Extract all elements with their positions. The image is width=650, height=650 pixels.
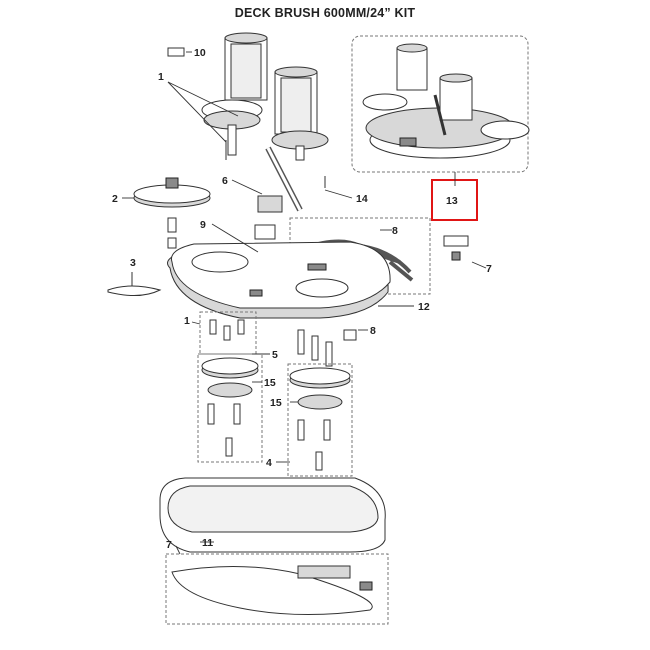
- callout-14: 14: [356, 193, 368, 205]
- skirt-ring-11: [159, 477, 386, 553]
- callout-6: 6: [222, 175, 228, 187]
- highlight-box-13: [431, 179, 478, 221]
- brush-hub-group-right: [287, 363, 353, 477]
- callout-13: 13: [446, 195, 458, 207]
- wire-hardware-group-7: [165, 553, 389, 625]
- callout-7-lower: 7: [166, 539, 172, 551]
- callout-10: 10: [194, 47, 206, 59]
- part-8-fitting: [343, 329, 357, 341]
- callout-labels: 10 1 2 6 14 9 8 3 7 12 1 8 5 15 15 4 11 …: [112, 47, 492, 551]
- link-arm: [254, 146, 303, 240]
- part-10-clip: [167, 47, 185, 57]
- motor-assembly-left: [201, 32, 268, 156]
- callout-9: 9: [200, 219, 206, 231]
- leader-lines: [122, 51, 487, 555]
- assembled-inset: [351, 35, 530, 173]
- callout-12: 12: [418, 301, 430, 313]
- callout-5: 5: [272, 349, 278, 361]
- callout-1-upper: 1: [158, 71, 164, 83]
- callout-11: 11: [202, 537, 213, 549]
- deck-plate-12: [167, 241, 391, 319]
- callout-8-upper: 8: [392, 225, 398, 237]
- motor-assembly-right: [271, 66, 329, 161]
- page-title: DECK BRUSH 600MM/24” KIT: [234, 6, 416, 20]
- part-2-plate: [133, 177, 211, 249]
- brush-hub-group-left: [197, 353, 263, 463]
- callout-7-upper: 7: [486, 263, 492, 275]
- callout-15-left: 15: [264, 377, 276, 389]
- part-7-bracket: [443, 235, 469, 247]
- part-3-clip: [107, 285, 162, 296]
- callout-4: 4: [266, 457, 272, 469]
- callout-1-lower: 1: [184, 315, 190, 327]
- callout-3: 3: [130, 257, 136, 269]
- callout-15-right: 15: [270, 397, 282, 409]
- callout-2: 2: [112, 193, 118, 205]
- callout-8-lower: 8: [370, 325, 376, 337]
